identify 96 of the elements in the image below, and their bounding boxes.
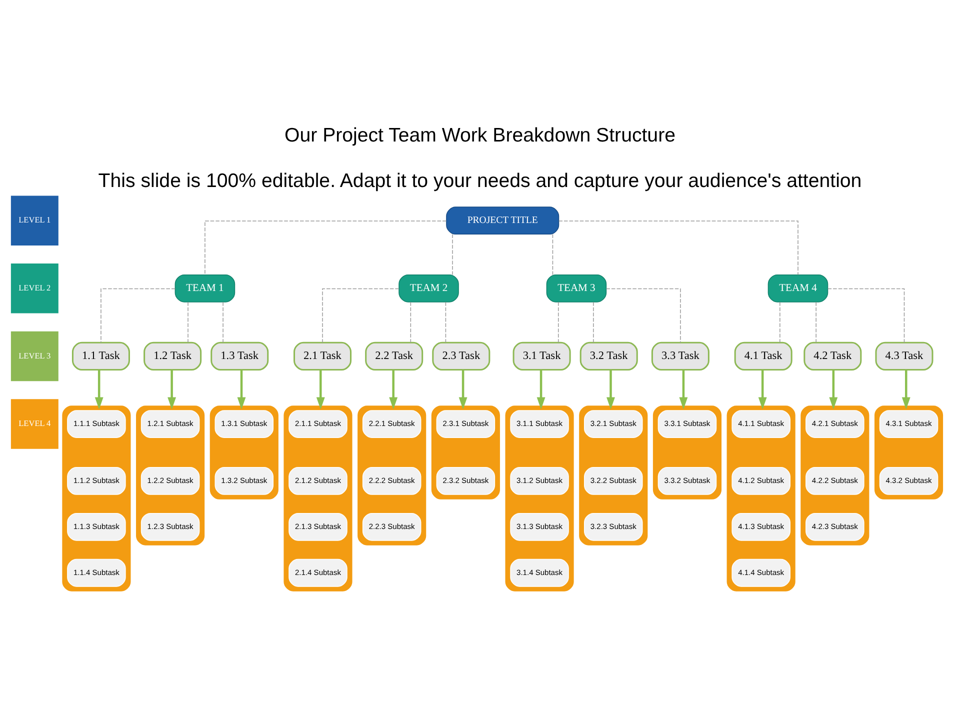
node-box: 1.1.1 Subtask: [67, 410, 126, 438]
connector: [322, 288, 400, 343]
arrow: [316, 370, 325, 410]
node-box: 3.2.3 Subtask: [584, 512, 643, 541]
caption: This slide is 100% editable. Adapt it to your needs and capture your audience's attention: [98, 170, 862, 192]
node-box: 1.3.2 Subtask: [214, 467, 274, 495]
node-box: 3.2 Task: [580, 342, 638, 371]
cluster: [358, 406, 426, 546]
node-box: 2.1.3 Subtask: [288, 512, 348, 541]
cluster: [505, 406, 574, 592]
node-box: 2.1.2 Subtask: [288, 467, 348, 495]
node-box: 3.3.1 Subtask: [658, 410, 717, 438]
diagram-title: Our Project Team Work Breakdown Structure: [284, 124, 676, 147]
connector: [204, 220, 447, 276]
arrow: [902, 370, 910, 410]
node-box: 3.1.1 Subtask: [510, 410, 569, 438]
node-box: LEVEL 3: [10, 331, 58, 382]
connector: [100, 288, 176, 343]
cluster: [579, 406, 648, 546]
node-box: 1.3 Task: [210, 342, 269, 371]
node-box: 1.2.2 Subtask: [140, 467, 200, 495]
node-box: LEVEL 4: [10, 399, 58, 449]
node-box: 3.1.4 Subtask: [510, 558, 569, 587]
node-box: 1.1.2 Subtask: [67, 467, 126, 495]
node-box: 2.3.2 Subtask: [436, 467, 496, 495]
connector: [410, 302, 412, 343]
node-box: 1.1.4 Subtask: [67, 558, 126, 587]
arrow: [458, 370, 468, 410]
node-box: 1.1 Task: [72, 342, 130, 371]
node-box: 4.1.3 Subtask: [732, 512, 790, 541]
connector: [452, 234, 453, 276]
node-box: LEVEL 2: [10, 264, 58, 314]
node-box: 4.2.1 Subtask: [806, 410, 864, 438]
node-box: 4.1 Task: [734, 342, 792, 371]
connector: [552, 234, 554, 276]
cluster: [726, 406, 796, 592]
connector: [558, 302, 559, 343]
node-box: 4.1.2 Subtask: [732, 467, 790, 495]
node-box: 3.1.3 Subtask: [510, 512, 569, 541]
cluster: [284, 406, 352, 592]
node-box: 1.3.1 Subtask: [214, 410, 274, 438]
node-box: 2.1 Task: [294, 342, 352, 371]
node-box: 1.1.3 Subtask: [67, 512, 126, 541]
node-box: 2.3.1 Subtask: [436, 410, 496, 438]
node-box: 4.3.2 Subtask: [879, 467, 938, 495]
cluster: [136, 406, 205, 546]
node-box: 1.2.1 Subtask: [140, 410, 200, 438]
node-box: 3.2.1 Subtask: [584, 410, 643, 438]
arrow: [536, 370, 546, 410]
node-box: TEAM 3: [546, 274, 607, 302]
arrow: [94, 370, 104, 410]
node-box: 1.2.3 Subtask: [140, 512, 200, 541]
connector: [606, 288, 681, 343]
arrow: [389, 370, 398, 410]
arrow: [829, 370, 838, 410]
node-box: 3.3 Task: [651, 342, 710, 371]
connector: [445, 302, 446, 343]
connector: [593, 302, 594, 343]
node-box: 2.2.1 Subtask: [362, 410, 422, 438]
arrow: [168, 370, 176, 410]
cluster: [652, 406, 722, 500]
node-box: TEAM 1: [174, 274, 236, 302]
arrow: [606, 370, 615, 410]
node-box: 2.1.4 Subtask: [288, 558, 348, 587]
node-box: 2.1.1 Subtask: [288, 410, 348, 438]
node-box: 3.2.2 Subtask: [584, 467, 643, 495]
arrow: [679, 370, 688, 410]
node-box: 4.1.4 Subtask: [732, 558, 790, 587]
node-box: LEVEL 1: [10, 196, 58, 246]
connector: [558, 220, 798, 276]
node-box: 3.1.2 Subtask: [510, 467, 569, 495]
node-box: 1.2 Task: [144, 342, 202, 371]
cluster: [431, 406, 500, 500]
cluster: [210, 406, 278, 500]
node-box: TEAM 4: [768, 274, 828, 302]
node-box: 4.2 Task: [804, 342, 862, 371]
node-box: 2.3 Task: [432, 342, 490, 371]
cluster: [800, 406, 870, 546]
node-box: 2.2 Task: [365, 342, 424, 371]
node-box: 4.2.3 Subtask: [806, 512, 864, 541]
arrow: [758, 370, 767, 410]
node-box: 4.2.2 Subtask: [806, 467, 864, 495]
node-box: 3.1 Task: [512, 342, 571, 371]
node-box: 2.2.2 Subtask: [362, 467, 422, 495]
node-box: 4.3 Task: [875, 342, 934, 371]
node-box: TEAM 2: [398, 274, 459, 302]
arrow: [237, 370, 246, 410]
cluster: [874, 406, 944, 500]
node-box: 3.3.2 Subtask: [658, 467, 717, 495]
cluster: [62, 406, 131, 592]
node-box: 4.1.1 Subtask: [732, 410, 790, 438]
node-box: 4.3.1 Subtask: [879, 410, 938, 438]
node-box: PROJECT TITLE: [446, 206, 560, 235]
node-box: 2.2.3 Subtask: [362, 512, 422, 541]
connector: [222, 302, 224, 343]
connector: [828, 288, 905, 343]
